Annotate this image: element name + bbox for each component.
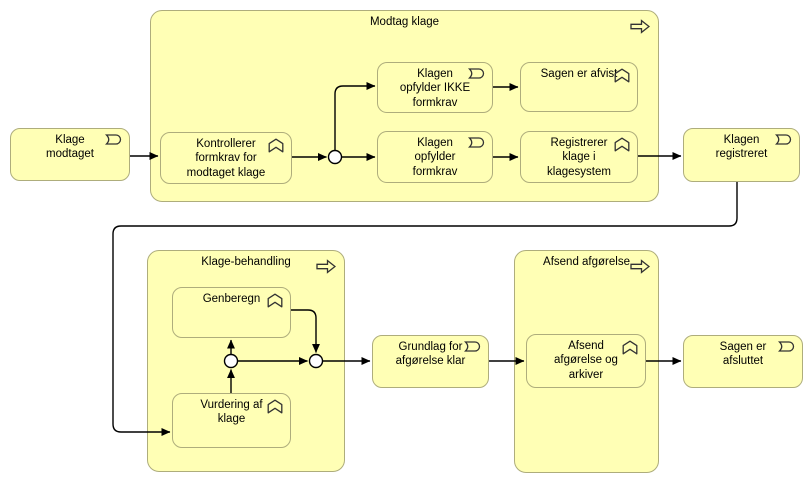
business-function-icon [614,68,630,83]
node-label: Kontrollerer formkrav for modtaget klage [186,138,266,179]
business-event-icon [775,134,792,145]
container-title: Afsend afgørelse [543,256,630,268]
node-label: Klagen registreret [715,134,768,161]
node-label: Genberegn [202,293,261,305]
container-title: Klage-behandling [201,256,291,268]
business-function-icon [622,340,638,355]
function-sagen-er-afvist[interactable]: Sagen er afvist [520,62,638,112]
node-label: Afsend afgørelse og arkiver [554,340,618,381]
node-label: Registrerer klage i klagesystem [547,137,611,178]
node-label: Klagen opfylder IKKE formkrav [399,68,471,109]
business-event-icon [105,134,122,145]
business-event-icon [778,341,795,352]
or-junction-behandling-right[interactable] [308,353,324,369]
business-process-arrow-icon [630,259,650,274]
business-event-icon [468,137,485,148]
event-klagen-opfylder-formkrav[interactable]: Klagen opfylder formkrav [377,131,493,183]
event-sagen-er-afsluttet[interactable]: Sagen er afsluttet [683,335,803,388]
connector-junction-to-klagen-opfylder-ikke[interactable] [334,82,376,150]
business-function-icon [614,137,630,152]
business-function-icon [267,293,283,308]
function-genberegn[interactable]: Genberegn [172,287,291,338]
event-klage-modtaget[interactable]: Klage modtaget [10,128,130,181]
node-label: Vurdering af klage [200,399,263,426]
function-kontrollerer-formkrav[interactable]: Kontrollerer formkrav for modtaget klage [160,132,292,184]
node-label: Klagen opfylder formkrav [412,137,458,178]
or-junction-formkrav[interactable] [327,149,343,165]
node-label: Grundlag for afgørelse klar [395,341,466,368]
event-klagen-registreret[interactable]: Klagen registreret [683,128,800,182]
node-label: Sagen er afvist [540,68,618,80]
event-klagen-opfylder-ikke-formkrav[interactable]: Klagen opfylder IKKE formkrav [377,62,493,113]
connector-klagen-registreret-to-vurdering[interactable] [112,182,738,436]
business-event-icon [468,68,485,79]
connector-genberegn-to-junction-right[interactable] [291,309,320,353]
business-event-icon [464,341,481,352]
business-function-icon [268,138,284,153]
node-label: Sagen er afsluttet [719,341,767,368]
business-process-arrow-icon [630,19,650,34]
node-label: Klage modtaget [46,134,94,161]
event-grundlag-for-afgoerelse-klar[interactable]: Grundlag for afgørelse klar [372,335,489,388]
function-registrerer-klage[interactable]: Registrerer klage i klagesystem [520,131,638,183]
business-process-arrow-icon [316,259,336,274]
business-function-icon [267,399,283,414]
container-title: Modtag klage [369,16,440,28]
function-vurdering-af-klage[interactable]: Vurdering af klage [172,393,291,448]
or-junction-behandling-left[interactable] [223,353,239,369]
function-afsend-afgoerelse-og-arkiver[interactable]: Afsend afgørelse og arkiver [526,334,646,388]
